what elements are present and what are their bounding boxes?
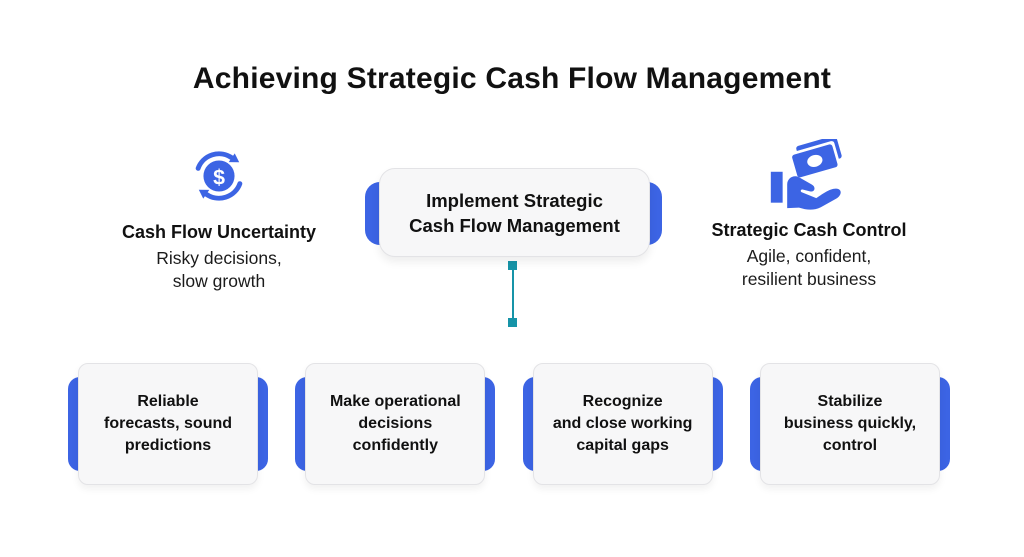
node-stabilize-business: Stabilize business quickly, control	[749, 363, 950, 485]
connector-handle-bottom	[508, 318, 517, 327]
node-reliable-forecasts: Reliable forecasts, sound predictions	[68, 363, 268, 485]
feature-title: Strategic Cash Control	[711, 220, 907, 240]
node-label: Stabilize business quickly, control	[759, 363, 940, 485]
node-label: Reliable forecasts, sound predictions	[78, 363, 258, 485]
bottom-row: Reliable forecasts, sound predictions Ma…	[68, 363, 950, 485]
feature-strategic-cash-control: Strategic Cash Control Agile, confident,…	[684, 138, 934, 291]
center-node-label: Implement Strategic Cash Flow Management	[379, 168, 650, 257]
feature-subtitle: Agile, confident, resilient business	[741, 246, 877, 289]
connector-line	[512, 266, 514, 322]
feature-subtitle: Risky decisions, slow growth	[156, 248, 282, 291]
node-operational-decisions: Make operational decisions confidently	[295, 363, 496, 485]
node-working-capital-gaps: Recognize and close working capital gaps	[522, 363, 723, 485]
node-label: Make operational decisions confidently	[305, 363, 486, 485]
center-node: Implement Strategic Cash Flow Management	[365, 168, 662, 257]
connector-handle-top	[508, 261, 517, 270]
feature-cash-flow-uncertainty: $ Cash Flow Uncertainty Risky decisions,…	[94, 142, 344, 293]
svg-text:$: $	[213, 165, 225, 189]
cash-in-hand-icon	[684, 138, 934, 210]
feature-title: Cash Flow Uncertainty	[121, 222, 317, 242]
currency-cycle-icon: $	[94, 142, 344, 210]
page-title: Achieving Strategic Cash Flow Management	[192, 62, 832, 95]
node-label: Recognize and close working capital gaps	[532, 363, 713, 485]
